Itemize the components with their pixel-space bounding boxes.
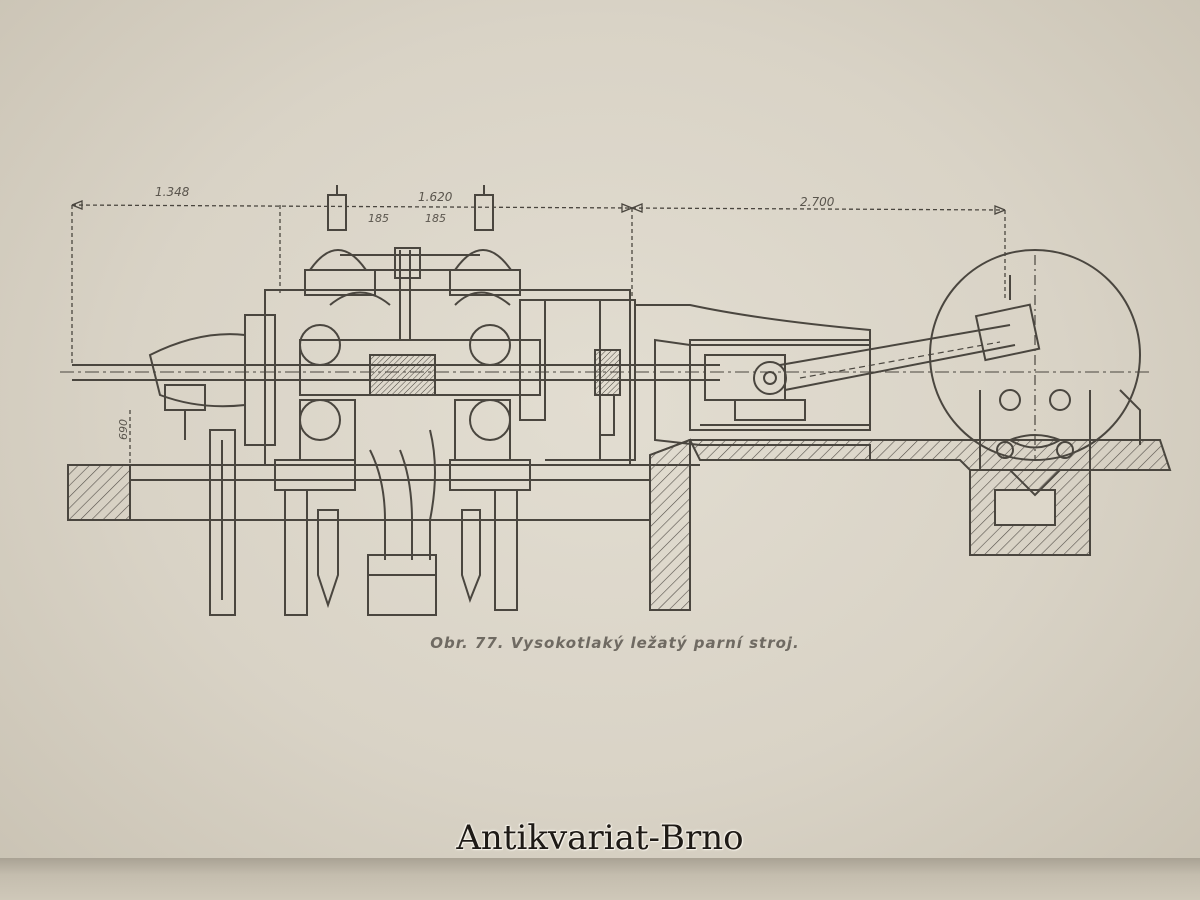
watermark: Antikvariat-Brno [456,818,744,858]
figure-caption: Obr. 77. Vysokotlaký ležatý parní stroj. [430,634,800,652]
dimension-label: 2.700 [800,195,835,209]
lower-valves-and-pipes [209,399,531,616]
page-bottom-edge [0,858,1200,900]
foundation [67,438,1172,611]
dimension-label: 185 [425,212,446,225]
dimension-label: 1.348 [155,185,190,199]
crosshead [594,304,871,460]
valve-gear [304,185,521,296]
dimension-label: 690 [117,419,130,440]
crank-disc [929,249,1141,497]
cylinder-block [244,250,636,466]
dimension-label: 1.620 [418,190,453,204]
connecting-rod [779,303,1041,391]
dimension-label: 185 [368,212,389,225]
